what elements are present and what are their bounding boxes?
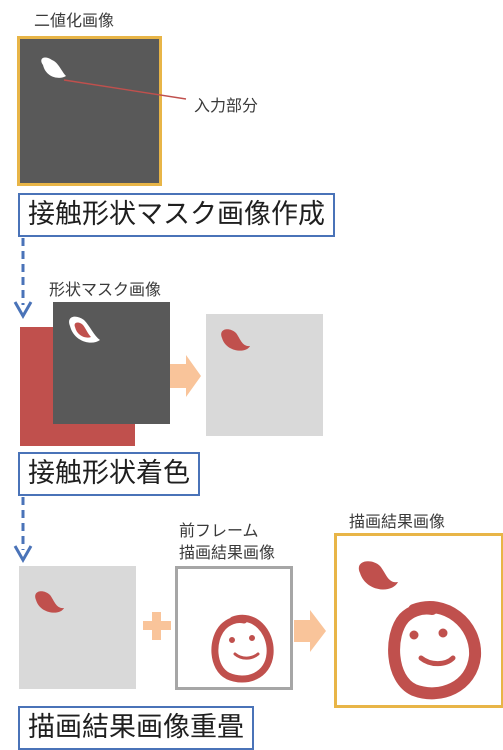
stage-overlay: 描画結果画像重畳 <box>18 706 254 750</box>
stage-coloring: 接触形状着色 <box>18 452 200 496</box>
colored-shape-image-2 <box>19 566 136 689</box>
shape-mask-image <box>53 302 170 424</box>
peach-right-arrow-icon <box>170 355 201 397</box>
shape-mask-caption: 形状マスク画像 <box>49 280 162 299</box>
prev-frame-caption: 前フレーム 描画結果画像 <box>179 520 275 564</box>
prev-frame-caption-line1: 前フレーム <box>179 521 259 540</box>
binarized-image-caption: 二値化画像 <box>34 11 115 30</box>
stage-mask-creation: 接触形状マスク画像作成 <box>18 193 335 237</box>
plus-icon <box>143 612 171 640</box>
input-part-label: 入力部分 <box>194 96 259 115</box>
peach-right-arrow-icon-2 <box>294 610 326 652</box>
prev-frame-caption-line2: 描画結果画像 <box>179 543 276 562</box>
prev-frame-image <box>175 566 293 690</box>
binarized-image <box>17 36 162 186</box>
result-image <box>334 533 503 708</box>
colored-shape-image <box>206 314 323 436</box>
result-image-caption: 描画結果画像 <box>349 512 446 531</box>
